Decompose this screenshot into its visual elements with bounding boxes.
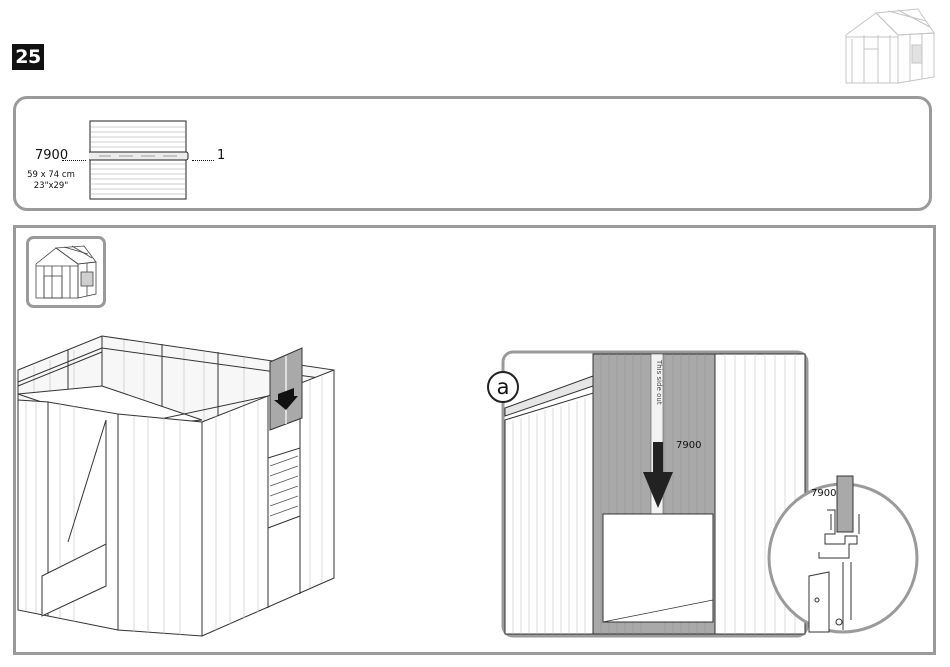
shed-thumbnail-icon bbox=[838, 5, 938, 87]
part-size: 59 x 74 cm 23"x29" bbox=[25, 170, 77, 192]
detail-label-a-text: a bbox=[497, 375, 510, 399]
part-size-imperial: 23"x29" bbox=[25, 181, 77, 192]
part-quantity: 1 bbox=[217, 148, 225, 163]
shed-front-view-icon bbox=[26, 236, 106, 308]
detail-label-a: a bbox=[487, 371, 519, 403]
step-number-badge: 25 bbox=[12, 44, 44, 70]
shed-perspective-drawing bbox=[14, 330, 344, 648]
detail-view-drawing: This side out bbox=[483, 350, 923, 642]
step-number: 25 bbox=[15, 46, 40, 68]
detail-callout-7900: 7900 bbox=[676, 440, 701, 451]
panel-7900-drawing bbox=[89, 120, 189, 200]
part-size-metric: 59 x 74 cm bbox=[25, 170, 77, 181]
part-qty-leader bbox=[192, 160, 214, 161]
part-code-leader bbox=[62, 160, 86, 161]
zoom-callout-7900: 7900 bbox=[811, 488, 836, 499]
detail-strip-text: This side out bbox=[655, 359, 663, 405]
